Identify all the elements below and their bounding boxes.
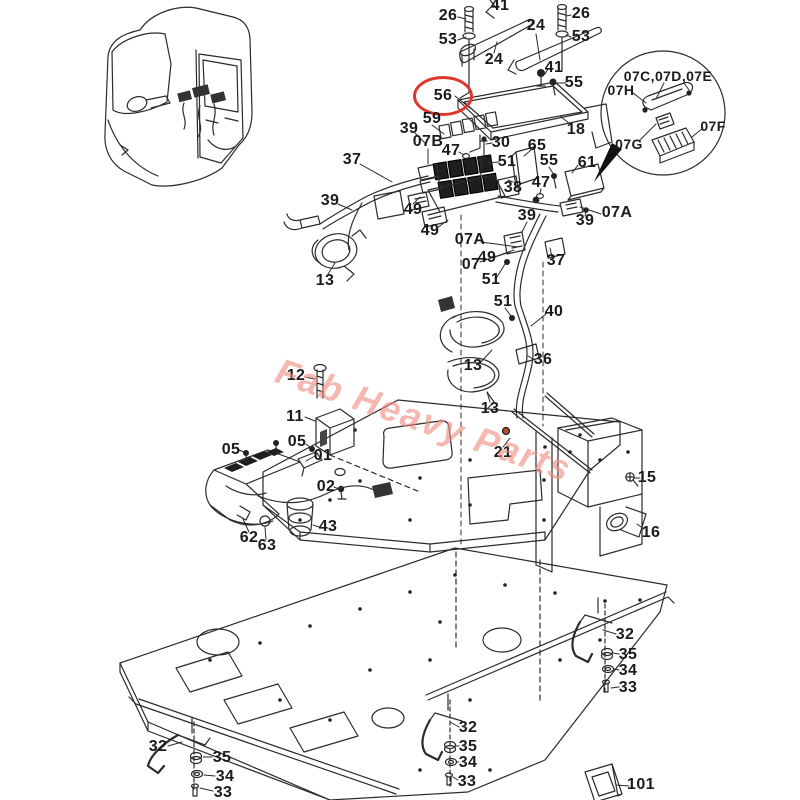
part-label-15: 15 [637, 469, 657, 486]
part-label-47: 47 [441, 142, 461, 159]
part-label-38: 38 [503, 179, 523, 196]
part-label-61: 61 [577, 154, 597, 171]
part-label-01: 01 [313, 447, 333, 464]
part-label-63: 63 [257, 537, 277, 554]
part-label-24: 24 [484, 51, 504, 68]
part-label-32: 32 [458, 719, 478, 736]
part-label-05: 05 [287, 433, 307, 450]
part-label-16: 16 [641, 524, 661, 541]
left-harness [283, 175, 448, 282]
part-label-07C-07D-07E: 07C,07D,07E [623, 68, 713, 84]
leader-lines [167, 14, 704, 792]
part-label-07F: 07F [700, 118, 726, 134]
part-label-49: 49 [477, 249, 497, 266]
part-label-13: 13 [315, 272, 335, 289]
part-label-34: 34 [458, 754, 478, 771]
part-label-55: 55 [564, 74, 584, 91]
stand-101 [584, 763, 623, 800]
part-label-24: 24 [526, 17, 546, 34]
part-label-07B: 07B [412, 133, 444, 150]
part-label-51: 51 [497, 153, 517, 170]
part-label-51: 51 [493, 293, 513, 310]
part-label-37: 37 [342, 151, 362, 168]
part-label-33: 33 [213, 784, 233, 800]
part-label-35: 35 [212, 749, 232, 766]
part-label-07G: 07G [615, 136, 643, 152]
hardware-set-center [421, 693, 463, 787]
part-label-49: 49 [420, 222, 440, 239]
part-label-40: 40 [544, 303, 564, 320]
part-label-39: 39 [320, 192, 340, 209]
inset-detail-circle [594, 50, 726, 182]
part-label-33: 33 [618, 679, 638, 696]
hardware-set-left [146, 717, 211, 797]
part-label-02: 02 [316, 478, 336, 495]
part-label-41: 41 [544, 59, 564, 76]
part-label-43: 43 [318, 518, 338, 535]
part-label-65: 65 [527, 137, 547, 154]
part-label-39: 39 [399, 120, 419, 137]
part-label-101: 101 [627, 776, 655, 793]
part-label-56: 56 [433, 87, 453, 104]
part-label-62: 62 [239, 529, 259, 546]
part-label-18: 18 [566, 121, 586, 138]
part-label-26: 26 [438, 7, 458, 24]
hardware-set-right [571, 597, 615, 693]
part-label-13: 13 [463, 357, 483, 374]
part-label-55: 55 [539, 152, 559, 169]
part-label-59: 59 [422, 110, 442, 127]
part-label-07A: 07A [601, 204, 633, 221]
part-label-35: 35 [618, 646, 638, 663]
cab-illustration [104, 6, 253, 187]
right-support-frame [535, 417, 647, 573]
part-label-05: 05 [221, 441, 241, 458]
part-label-33: 33 [457, 773, 477, 790]
part-label-32: 32 [615, 626, 635, 643]
part-label-51: 51 [481, 271, 501, 288]
part-label-21: 21 [493, 444, 513, 461]
part-label-37: 37 [546, 252, 566, 269]
console-group [205, 363, 421, 537]
fuse-relay-assembly [417, 111, 605, 213]
part-label-13: 13 [480, 400, 500, 417]
right-harness [438, 195, 589, 419]
part-label-07: 07 [461, 256, 481, 273]
part-label-26: 26 [571, 5, 591, 22]
part-label-34: 34 [215, 768, 235, 785]
part-label-53: 53 [571, 28, 591, 45]
part-label-07A: 07A [454, 231, 486, 248]
part-label-35: 35 [458, 738, 478, 755]
part-label-12: 12 [286, 367, 306, 384]
part-label-53: 53 [438, 31, 458, 48]
part-label-39: 39 [517, 207, 537, 224]
part-label-30: 30 [491, 134, 511, 151]
part-label-36: 36 [533, 351, 553, 368]
part-label-39: 39 [575, 212, 595, 229]
part-label-41: 41 [490, 0, 510, 14]
part-label-32: 32 [148, 738, 168, 755]
part-label-11: 11 [286, 408, 304, 425]
part-label-47: 47 [531, 174, 551, 191]
part-label-49: 49 [403, 201, 423, 218]
part-label-07H: 07H [607, 82, 635, 98]
part-label-34: 34 [618, 662, 638, 679]
floor-plate [119, 547, 675, 800]
highlight-circle [413, 76, 473, 116]
